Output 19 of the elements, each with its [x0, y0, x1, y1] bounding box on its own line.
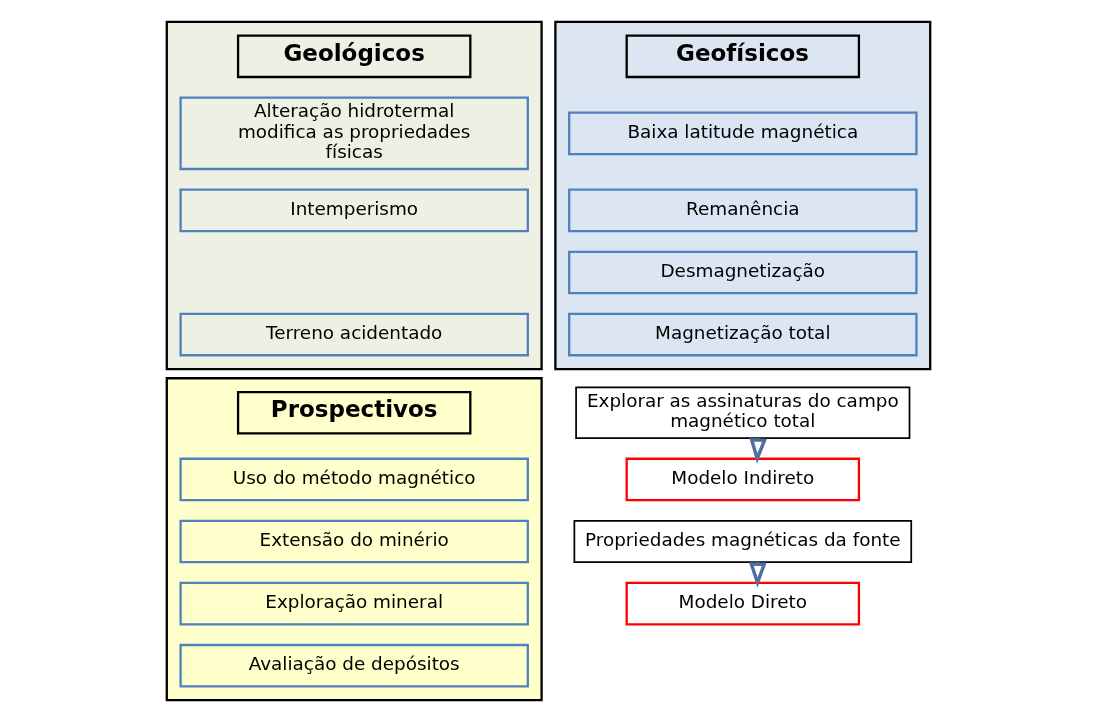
node-box: Terreno acidentado	[178, 312, 529, 357]
node-box: Magnetização total	[567, 312, 918, 357]
cluster	[553, 20, 931, 371]
node-box: Avaliação de depósitos	[178, 643, 529, 688]
node-box: Exploração mineral	[178, 581, 529, 626]
node-box: Remanência	[567, 188, 918, 233]
node-box: Geofísicos	[625, 34, 860, 79]
node-box: Geológicos	[236, 34, 471, 79]
cluster	[165, 377, 543, 702]
node-box: Uso do método magnético	[178, 457, 529, 502]
node-box: Desmagnetização	[567, 250, 918, 295]
node-box: Prospectivos	[236, 390, 471, 435]
cluster	[165, 20, 543, 371]
node-box: Alteração hidrotermal modifica as propriedades físicas	[178, 96, 529, 171]
node-box: Modelo Indireto	[625, 457, 860, 502]
node-box: Extensão do minério	[178, 519, 529, 564]
node-box: Intemperismo	[178, 188, 529, 233]
node-box: Baixa latitude magnética	[567, 111, 918, 156]
node-box: Modelo Direto	[625, 581, 860, 626]
